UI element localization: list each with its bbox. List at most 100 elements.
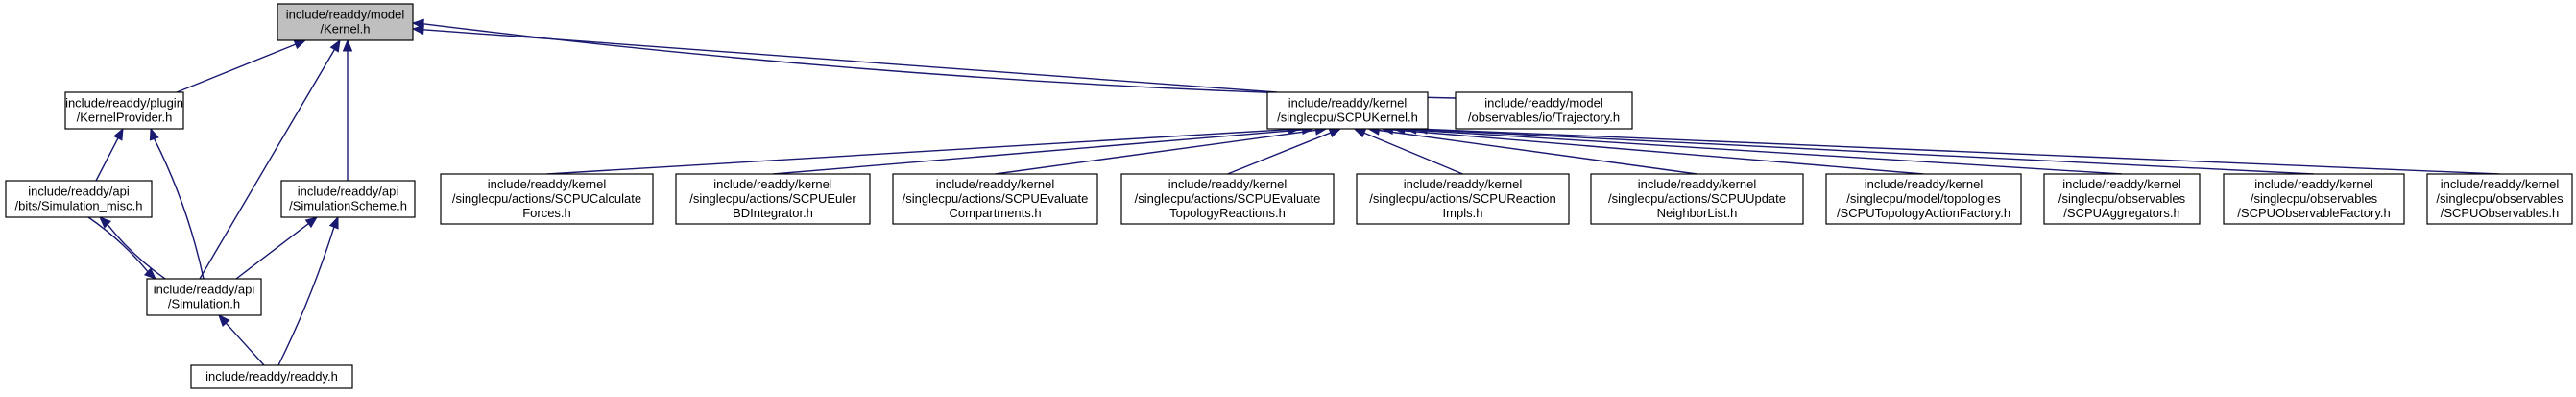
edge-scpuevaluatecompartments_h-to-scpukernel_h [995,125,1328,175]
node-label-line: BDIntegrator.h [733,206,813,220]
node-box [2426,173,2573,225]
node-label-line: NeighborList.h [1657,206,1738,220]
node-label-line: include/readdy/model [286,8,405,22]
edge-line [225,322,265,366]
arrowhead [328,215,339,230]
file-node-scpucalculateforces_h[interactable]: include/readdy/kernel/singlecpu/actions/… [440,173,654,225]
node-label-line: include/readdy/kernel [1865,177,1984,191]
arrowhead [1353,128,1367,138]
node-label-line: /KernelProvider.h [77,111,173,125]
edge-simulation_h-to-kernel_h [199,38,341,280]
edge-line [277,226,335,366]
node-box [440,173,654,225]
edge-trajectory_h-to-kernel_h [411,18,1457,99]
edge-scpuobservablefactory_h-to-scpukernel_h [1404,124,2315,175]
arrowhead [1328,128,1342,138]
edge-readdy_h-to-simulationscheme_h [277,215,339,366]
arrowhead [99,216,111,229]
file-node-scpueulerbdintegrator_h[interactable]: include/readdy/kernel/singlecpu/actions/… [675,173,871,225]
edge-line [1426,128,2500,175]
node-label-line: Impls.h [1443,206,1483,220]
file-node-kernel_h[interactable]: include/readdy/model/Kernel.h [277,3,414,41]
node-box [5,180,153,218]
edge-line [1363,132,1463,175]
edge-line [1404,128,2123,175]
node-label-line: include/readdy/kernel [1404,177,1523,191]
arrowhead [342,38,353,52]
node-box [1455,91,1633,130]
node-box [1356,173,1570,225]
node-label-line: /singlecpu/observables [2436,191,2564,206]
edge-simulation_misc_h-to-simulation_h [87,216,156,280]
node-label-line: /SCPUObservables.h [2441,206,2560,220]
file-node-scpuupdateneighborlist_h[interactable]: include/readdy/kernel/singlecpu/actions/… [1590,173,1804,225]
node-label-line: /singlecpu/observables [2251,191,2378,206]
node-label-line: Compartments.h [949,206,1041,220]
node-label-line: Forces.h [522,206,571,220]
node-label-line: /singlecpu/actions/SCPUEuler [689,191,856,206]
node-box [1825,173,2022,225]
node-label-line: /SCPUObservableFactory.h [2237,206,2390,220]
node-label-line: /singlecpu/actions/SCPUReaction [1369,191,1555,206]
arrowhead [113,127,124,141]
edge-scpukernel_h-to-kernel_h [411,24,1278,93]
edge-scpureactionimpls_h-to-scpukernel_h [1353,128,1463,175]
file-node-scpukernel_h[interactable]: include/readdy/kernel/singlecpu/SCPUKern… [1266,91,1429,130]
node-label-line: include/readdy/readdy.h [205,369,338,384]
edge-simulation_h-to-simulationscheme_h [235,216,319,280]
file-nodes: include/readdy/model/Kernel.hinclude/rea… [5,3,2573,389]
file-node-readdy_h[interactable]: include/readdy/readdy.h [190,364,353,389]
node-label-line: /bits/Simulation_misc.h [15,199,143,213]
edge-line [772,129,1303,175]
node-label-line: /SimulationScheme.h [289,199,407,213]
node-label-line: include/readdy/kernel [2062,177,2181,191]
node-box [892,173,1098,225]
file-node-kernelprovider_h[interactable]: include/readdy/plugin/KernelProvider.h [64,91,184,130]
node-label-line: /SCPUTopologyActionFactory.h [1837,206,2010,220]
edge-line [199,49,336,280]
file-node-simulation_h[interactable]: include/readdy/api/Simulation.h [146,278,262,316]
file-node-scpuobservables_h[interactable]: include/readdy/kernel/singlecpu/observab… [2426,173,2573,225]
edge-line [87,216,149,273]
node-box [64,91,184,130]
node-label-line: /singlecpu/actions/SCPUEvaluate [903,191,1089,206]
file-node-scpuevaluatetopologyreactions_h[interactable]: include/readdy/kernel/singlecpu/actions/… [1120,173,1335,225]
node-label-line: /SCPUAggregators.h [2063,206,2179,220]
node-box [1120,173,1335,225]
node-label-line: include/readdy/kernel [2441,177,2560,191]
node-label-line: /singlecpu/actions/SCPUCalculate [452,191,641,206]
file-node-simulation_misc_h[interactable]: include/readdy/api/bits/Simulation_misc.… [5,180,153,218]
file-node-scpureactionimpls_h[interactable]: include/readdy/kernel/singlecpu/actions/… [1356,173,1570,225]
edge-scpucalculateforces_h-to-scpukernel_h [546,124,1301,175]
node-box [280,180,416,218]
node-label-line: /Kernel.h [320,22,370,37]
file-node-scpuobservablefactory_h[interactable]: include/readdy/kernel/singlecpu/observab… [2223,173,2405,225]
node-box [1266,91,1429,130]
edge-line [546,128,1289,175]
arrowhead [143,267,156,280]
node-label-line: include/readdy/model [1484,96,1603,111]
edge-line [1415,128,2315,175]
node-label-line: include/readdy/api [298,185,399,199]
node-box [2043,173,2201,225]
node-label-line: include/readdy/kernel [1638,177,1757,191]
edge-line [235,223,309,280]
edge-scpuevaluatetopologyreactions_h-to-scpukernel_h [1227,128,1342,175]
edge-line [995,129,1316,175]
arrowhead [304,216,319,229]
node-box [675,173,871,225]
edge-line [176,43,297,93]
file-node-scputopologyactionfactory_h[interactable]: include/readdy/kernel/singlecpu/model/to… [1825,173,2022,225]
node-label-line: include/readdy/kernel [488,177,607,191]
file-node-scpuevaluatecompartments_h[interactable]: include/readdy/kernel/singlecpu/actions/… [892,173,1098,225]
node-label-line: include/readdy/api [28,185,130,199]
file-node-trajectory_h[interactable]: include/readdy/model/observables/io/Traj… [1455,91,1633,130]
edge-line [95,137,119,182]
edge-scpuobservables_h-to-scpukernel_h [1414,124,2500,175]
file-node-scpuaggregators_h[interactable]: include/readdy/kernel/singlecpu/observab… [2043,173,2201,225]
node-label-line: include/readdy/kernel [713,177,832,191]
file-node-simulationscheme_h[interactable]: include/readdy/api/SimulationScheme.h [280,180,416,218]
edge-simulation_h-to-kernelprovider_h [149,127,205,280]
node-label-line: /singlecpu/observables [2058,191,2186,206]
